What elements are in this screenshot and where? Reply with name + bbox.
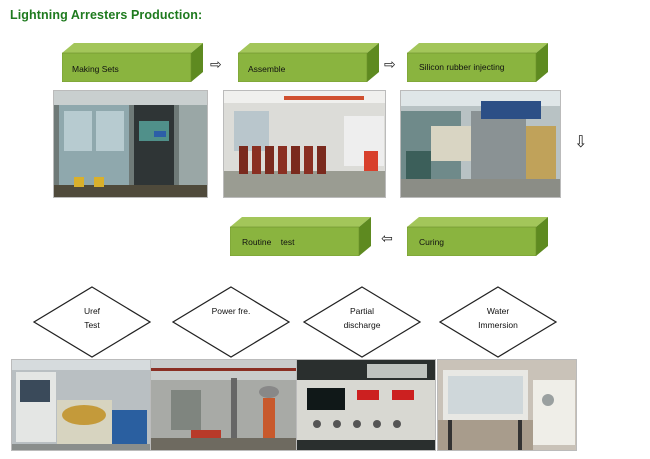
diamond-shape xyxy=(439,286,557,358)
step-making-sets: Making Sets xyxy=(62,43,203,82)
test-line1: Partial xyxy=(349,306,375,316)
photo-partial-discharge-test xyxy=(296,359,436,451)
test-line2: Test xyxy=(84,320,100,330)
arrow-left-icon: ⇦ xyxy=(381,231,393,247)
step-curing: Curing xyxy=(407,217,548,256)
photo-uref-test xyxy=(11,359,151,451)
box-shape xyxy=(407,43,548,82)
step-label: Making Sets xyxy=(72,64,119,74)
test-line1: Water xyxy=(486,306,510,316)
lab-photo xyxy=(438,360,576,450)
photo-silicon-injecting xyxy=(400,90,561,198)
photo-water-immersion-test xyxy=(437,359,577,451)
box-shape xyxy=(62,43,203,82)
test-uref: Uref Test xyxy=(33,286,151,358)
box-shape xyxy=(407,217,548,256)
step-label: Silicon rubber injecting xyxy=(419,62,505,72)
step-assemble: Assemble xyxy=(238,43,379,82)
step-label: Routine test xyxy=(242,237,295,247)
step-label: Assemble xyxy=(248,64,286,74)
test-line2: Immersion xyxy=(478,320,518,330)
test-water-immersion: Water Immersion xyxy=(439,286,557,358)
box-shape xyxy=(238,43,379,82)
step-routine-test: Routine test xyxy=(230,217,371,256)
diamond-shape xyxy=(33,286,151,358)
test-line1: Uref xyxy=(83,306,101,316)
workshop-photo xyxy=(54,91,207,197)
photo-making-sets xyxy=(53,90,208,198)
lab-photo xyxy=(297,360,435,450)
box-shape xyxy=(230,217,371,256)
test-partial-discharge: Partial discharge xyxy=(303,286,421,358)
diamond-shape xyxy=(303,286,421,358)
page-title: Lightning Arresters Production: xyxy=(10,8,203,22)
step-label: Curing xyxy=(419,237,445,247)
lab-photo xyxy=(151,360,296,450)
test-line1: Power fre. xyxy=(211,306,251,316)
photo-power-frequency-test xyxy=(150,359,297,451)
workshop-photo xyxy=(401,91,560,197)
arrow-right-icon: ⇨ xyxy=(384,57,396,73)
arrow-right-icon: ⇨ xyxy=(210,57,222,73)
photo-assemble xyxy=(223,90,386,198)
lab-photo xyxy=(12,360,150,450)
test-power-frequency: Power fre. xyxy=(172,286,290,358)
diamond-shape xyxy=(172,286,290,358)
test-line2: discharge xyxy=(343,320,381,330)
step-silicon-rubber-injecting: Silicon rubber injecting xyxy=(407,43,548,82)
arrow-down-icon: ⇩ xyxy=(574,132,588,151)
workshop-photo xyxy=(224,91,385,197)
